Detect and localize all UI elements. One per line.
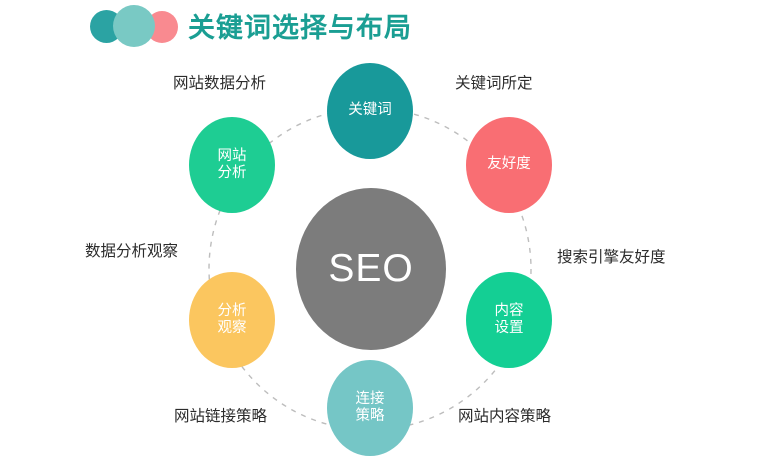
page-title: 关键词选择与布局 — [188, 13, 412, 43]
node-analysis-observation[interactable]: 分析 观察 — [189, 272, 275, 368]
center-node-seo[interactable]: SEO — [296, 188, 446, 350]
node-content-settings[interactable]: 内容 设置 — [466, 272, 552, 368]
ring-path — [208, 107, 532, 431]
node-site-analysis-label-line1: 网站 — [217, 147, 247, 164]
node-link-strategy-label-line2: 策略 — [355, 408, 385, 424]
node-link-strategy[interactable]: 连接 策略 — [327, 360, 413, 456]
node-site-analysis[interactable]: 网站 分析 — [189, 117, 275, 213]
dashed-connector-ring — [208, 107, 532, 431]
seo-hub-diagram: SEO 关键词 友好度 内容 设置 连接 策略 分析 观察 网站 分析 网站数据… — [0, 55, 775, 460]
node-keyword-label: 关键词 — [348, 102, 392, 119]
node-content-settings-label-line2: 设置 — [494, 320, 524, 336]
node-link-strategy-label-line1: 连接 — [355, 390, 385, 407]
label-data-analysis-observation: 数据分析观察 — [85, 243, 179, 260]
label-site-link-strategy: 网站链接策略 — [174, 408, 268, 425]
label-site-data-analysis: 网站数据分析 — [173, 75, 267, 92]
label-keyword-selection: 关键词所定 — [455, 75, 533, 92]
node-friendliness-label: 友好度 — [487, 156, 531, 173]
node-keyword[interactable]: 关键词 — [327, 63, 413, 159]
header: 关键词选择与布局 — [0, 0, 775, 58]
node-site-analysis-label-line2: 分析 — [217, 165, 247, 181]
label-search-engine-friendliness: 搜索引擎友好度 — [557, 249, 666, 266]
node-friendliness[interactable]: 友好度 — [466, 117, 552, 213]
node-analysis-observation-label-line2: 观察 — [217, 320, 247, 336]
center-node-label: SEO — [328, 246, 414, 290]
light-teal-dot-icon — [113, 5, 155, 47]
node-content-settings-label-line1: 内容 — [494, 302, 524, 319]
label-site-content-strategy: 网站内容策略 — [458, 408, 552, 425]
node-analysis-observation-label-line1: 分析 — [217, 302, 247, 319]
